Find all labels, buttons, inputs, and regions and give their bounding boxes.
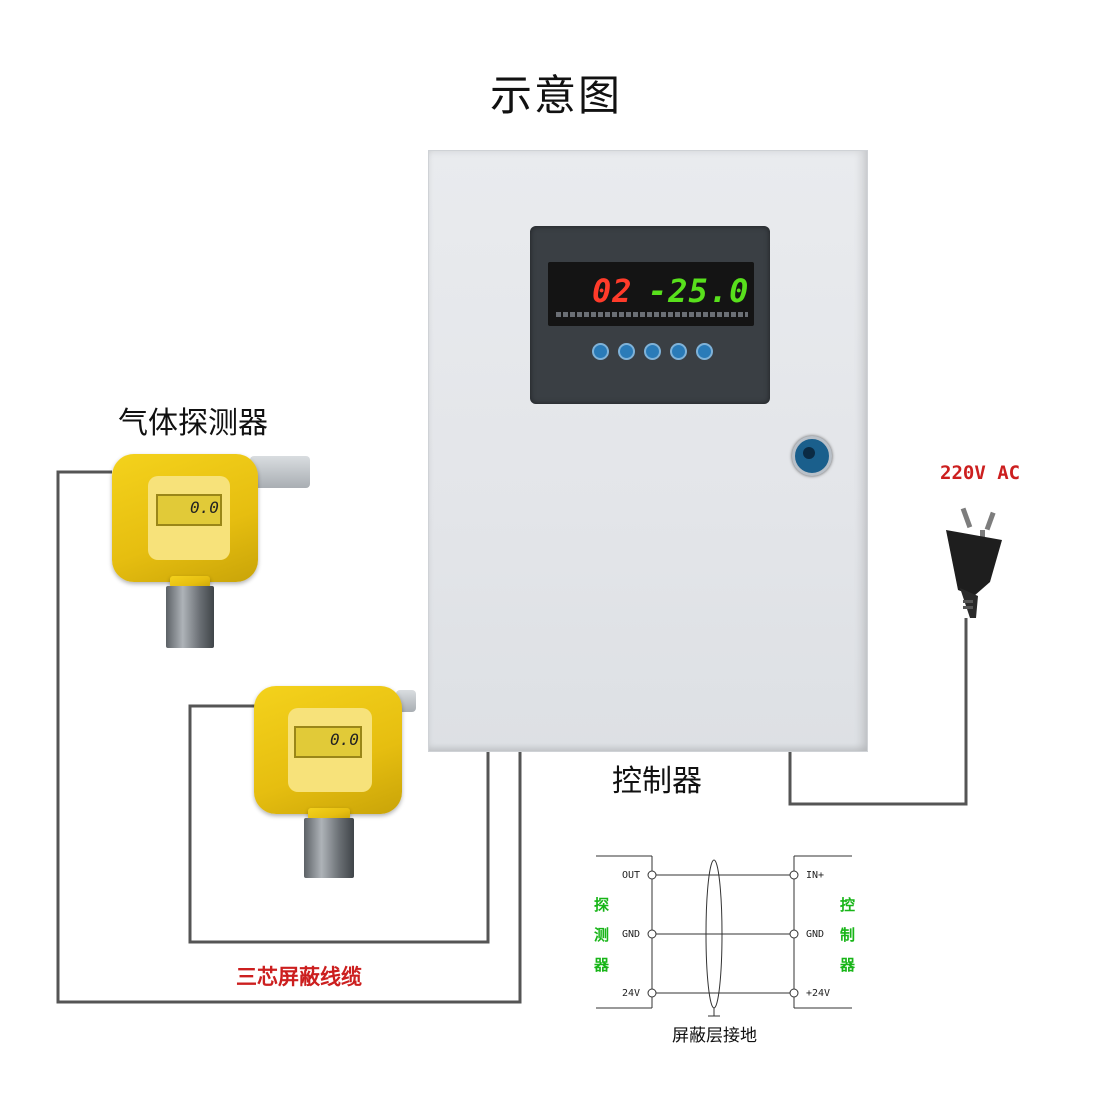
side-label-controller-2: 制 (840, 926, 856, 944)
side-label-detector-2: 测 (594, 926, 610, 944)
power-label: 220V AC (940, 462, 1021, 484)
display-value: -25.0 (648, 272, 750, 310)
cable-power (788, 618, 968, 806)
led-bar (556, 312, 748, 317)
detector-reading: 0.0 (330, 730, 359, 749)
side-label-controller-1: 控 (840, 896, 856, 914)
page-title: 示意图 (489, 71, 622, 120)
detector-lcd (156, 494, 222, 526)
terminal-plus-24v: +24V (806, 988, 831, 999)
sensor-head (304, 818, 354, 878)
side-label-detector-1: 探 (594, 896, 610, 914)
cable-detector2 (188, 704, 490, 944)
side-label-detector-3: 器 (594, 956, 610, 974)
cable-gland (250, 456, 310, 488)
controller-label: 控制器 (612, 764, 702, 799)
terminal-out: OUT (622, 870, 641, 881)
panel-button-5[interactable] (696, 343, 713, 360)
panel-button-1[interactable] (592, 343, 609, 360)
terminal-gnd-left: GND (622, 929, 641, 940)
panel-button-4[interactable] (670, 343, 687, 360)
terminal-gnd-right: GND (806, 929, 825, 940)
panel-button-3[interactable] (644, 343, 661, 360)
detector-label: 气体探测器 (118, 406, 268, 441)
power-plug-icon (946, 507, 1002, 618)
panel-button-2[interactable] (618, 343, 635, 360)
shield-ground-label: 屏蔽层接地 (672, 1026, 757, 1046)
lock-keyhole (803, 447, 815, 459)
terminal-in-plus: IN+ (806, 870, 825, 881)
detector-neck (308, 808, 350, 820)
detector-lcd (294, 726, 362, 758)
wiring-schematic (596, 855, 852, 1017)
detector-neck (170, 576, 210, 588)
display-channel: 02 (592, 272, 633, 310)
terminal-24v: 24V (622, 988, 641, 999)
detector-reading: 0.0 (190, 498, 219, 517)
sensor-head (166, 586, 214, 648)
cable-detector1 (56, 470, 522, 1004)
side-label-controller-3: 器 (840, 956, 856, 974)
cable-label: 三芯屏蔽线缆 (236, 965, 362, 989)
